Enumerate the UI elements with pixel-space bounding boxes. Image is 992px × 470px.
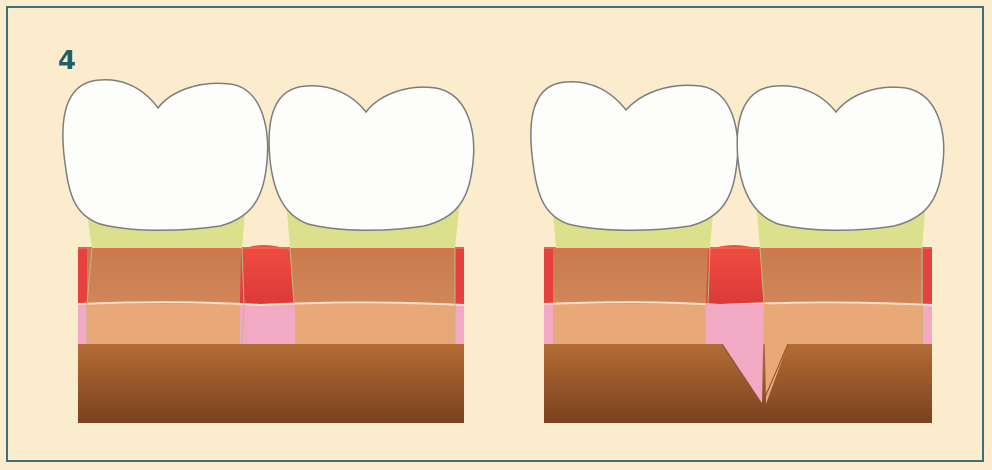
- tooth-crown: [63, 80, 268, 230]
- gingiva-red-edge-left: [78, 247, 87, 304]
- tooth-crown: [531, 82, 738, 230]
- left-panel: [63, 80, 474, 423]
- right-panel: [531, 82, 944, 423]
- gingiva-red-edge-right: [923, 247, 932, 304]
- tooth-crown: [737, 86, 943, 231]
- connective-pink-edge-left: [78, 304, 87, 344]
- interdental-papilla-pink: [240, 304, 295, 344]
- connective-pink-edge-left: [544, 304, 553, 344]
- alveolar-bone: [78, 344, 464, 423]
- connective-pink-edge-right: [923, 304, 932, 344]
- interdental-papilla-red: [240, 245, 294, 304]
- tooth-crown: [269, 86, 474, 231]
- interdental-papilla-red: [706, 245, 764, 304]
- gingiva-red-edge-right: [455, 247, 464, 304]
- gingiva-red-edge-left: [544, 247, 553, 304]
- connective-pink-edge-right: [455, 304, 464, 344]
